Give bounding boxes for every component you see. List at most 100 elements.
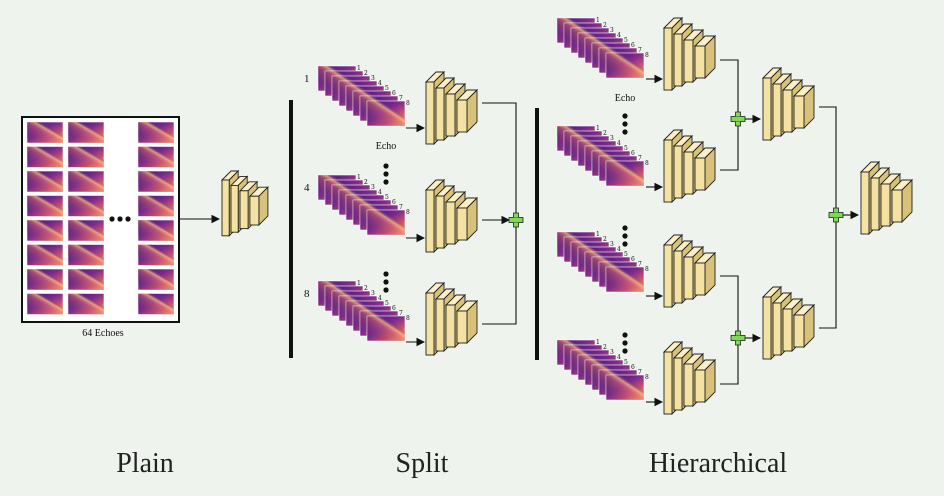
frame-number: 8 bbox=[645, 266, 649, 273]
frame-number: 3 bbox=[371, 290, 375, 297]
echo-frame bbox=[366, 315, 406, 342]
hier-cnn-block bbox=[662, 233, 717, 309]
frame-number: 4 bbox=[617, 354, 621, 361]
plain-section bbox=[21, 116, 269, 323]
echo-grid-tile bbox=[137, 219, 175, 242]
hier-mid-cnn-block-bottom bbox=[761, 285, 816, 361]
frame-number: 2 bbox=[603, 236, 607, 243]
split-merge-line-top bbox=[482, 102, 517, 214]
echo-label-split: Echo bbox=[375, 141, 397, 152]
frame-number: 5 bbox=[624, 37, 628, 44]
echo-frame bbox=[366, 100, 406, 127]
echo-grid-tile bbox=[137, 146, 175, 168]
split-sum-plus-icon bbox=[508, 212, 524, 228]
echo-frame bbox=[605, 52, 645, 79]
hier-merge-c-bottom bbox=[819, 222, 837, 329]
echo-grid-tile bbox=[137, 268, 175, 291]
frame-number: 3 bbox=[610, 349, 614, 356]
hier-merge-b-bottom bbox=[720, 344, 739, 385]
frame-number: 1 bbox=[596, 339, 600, 346]
frame-number: 2 bbox=[603, 130, 607, 137]
frame-number: 7 bbox=[399, 310, 403, 317]
frame-number: 8 bbox=[645, 52, 649, 59]
hier-ellipsis-2 bbox=[622, 225, 628, 247]
frame-number: 3 bbox=[371, 75, 375, 82]
hier-cnn-block bbox=[662, 16, 717, 92]
echo-grid-ellipsis bbox=[109, 216, 131, 222]
frame-number: 4 bbox=[378, 80, 382, 87]
echo-grid-tile bbox=[26, 293, 64, 315]
frame-number: 4 bbox=[378, 189, 382, 196]
section-dividers bbox=[289, 100, 539, 360]
echo-grid-tile bbox=[26, 121, 64, 144]
split-ellipsis-upper bbox=[383, 163, 389, 185]
echo-grid-tile bbox=[137, 170, 175, 193]
echoes-caption: 64 Echoes bbox=[82, 328, 124, 339]
echo-frame bbox=[605, 160, 645, 187]
split-merge-line-bottom bbox=[482, 226, 517, 325]
echo-grid-tile bbox=[26, 195, 64, 217]
frame-number: 7 bbox=[638, 155, 642, 162]
echo-grid-tile bbox=[67, 195, 105, 217]
frame-number: 1 bbox=[596, 17, 600, 24]
hier-sum-plus-icon-b bbox=[730, 330, 746, 346]
echo-grid-tile bbox=[67, 244, 105, 266]
echo-grid-tile bbox=[137, 195, 175, 217]
frame-number: 7 bbox=[638, 369, 642, 376]
frame-number: 1 bbox=[357, 65, 361, 72]
frame-number: 5 bbox=[624, 251, 628, 258]
frame-number: 2 bbox=[603, 22, 607, 29]
frame-number: 5 bbox=[385, 300, 389, 307]
echo-grid-tile bbox=[67, 146, 105, 168]
frame-number: 6 bbox=[631, 150, 635, 157]
echo-grid-tile bbox=[26, 219, 64, 242]
hier-merge-a-top bbox=[720, 59, 739, 113]
hierarchical-title: Hierarchical bbox=[648, 448, 788, 479]
hier-ellipsis-1 bbox=[622, 113, 628, 135]
hier-merge-a-bottom bbox=[720, 125, 739, 171]
frame-number: 8 bbox=[406, 209, 410, 216]
split-cnn-block bbox=[424, 281, 479, 357]
frame-number: 3 bbox=[610, 27, 614, 34]
hier-final-cnn-block bbox=[859, 160, 914, 236]
echo-frame bbox=[605, 266, 645, 293]
hier-sum-plus-icon-a bbox=[730, 111, 746, 127]
frame-number: 6 bbox=[631, 42, 635, 49]
frame-number: 6 bbox=[631, 256, 635, 263]
frame-number: 1 bbox=[357, 174, 361, 181]
echo-grid-tile bbox=[67, 219, 105, 242]
echo-grid-tile bbox=[26, 170, 64, 193]
plain-cnn-block bbox=[220, 169, 269, 237]
frame-number: 3 bbox=[610, 135, 614, 142]
split-index-middle: 4 bbox=[304, 182, 310, 194]
echo-grid-tile bbox=[67, 293, 105, 315]
echo-grid-tile bbox=[67, 170, 105, 193]
split-title: Split bbox=[395, 448, 449, 479]
frame-number: 7 bbox=[638, 261, 642, 268]
frame-number: 8 bbox=[645, 160, 649, 167]
frame-number: 7 bbox=[638, 47, 642, 54]
split-index-last: 8 bbox=[304, 288, 310, 300]
frame-number: 4 bbox=[617, 246, 621, 253]
frame-number: 8 bbox=[406, 315, 410, 322]
frame-number: 4 bbox=[617, 32, 621, 39]
echo-grid-tile bbox=[137, 293, 175, 315]
frame-number: 8 bbox=[406, 100, 410, 107]
hier-merge-c-top bbox=[819, 106, 837, 208]
echo-grid-tile bbox=[26, 146, 64, 168]
frame-number: 1 bbox=[596, 231, 600, 238]
split-index-first: 1 bbox=[304, 73, 310, 85]
echo-grid-tile bbox=[67, 268, 105, 291]
frame-number: 4 bbox=[617, 140, 621, 147]
frame-number: 1 bbox=[357, 280, 361, 287]
frame-number: 5 bbox=[624, 145, 628, 152]
split-cnn-block bbox=[424, 70, 479, 146]
